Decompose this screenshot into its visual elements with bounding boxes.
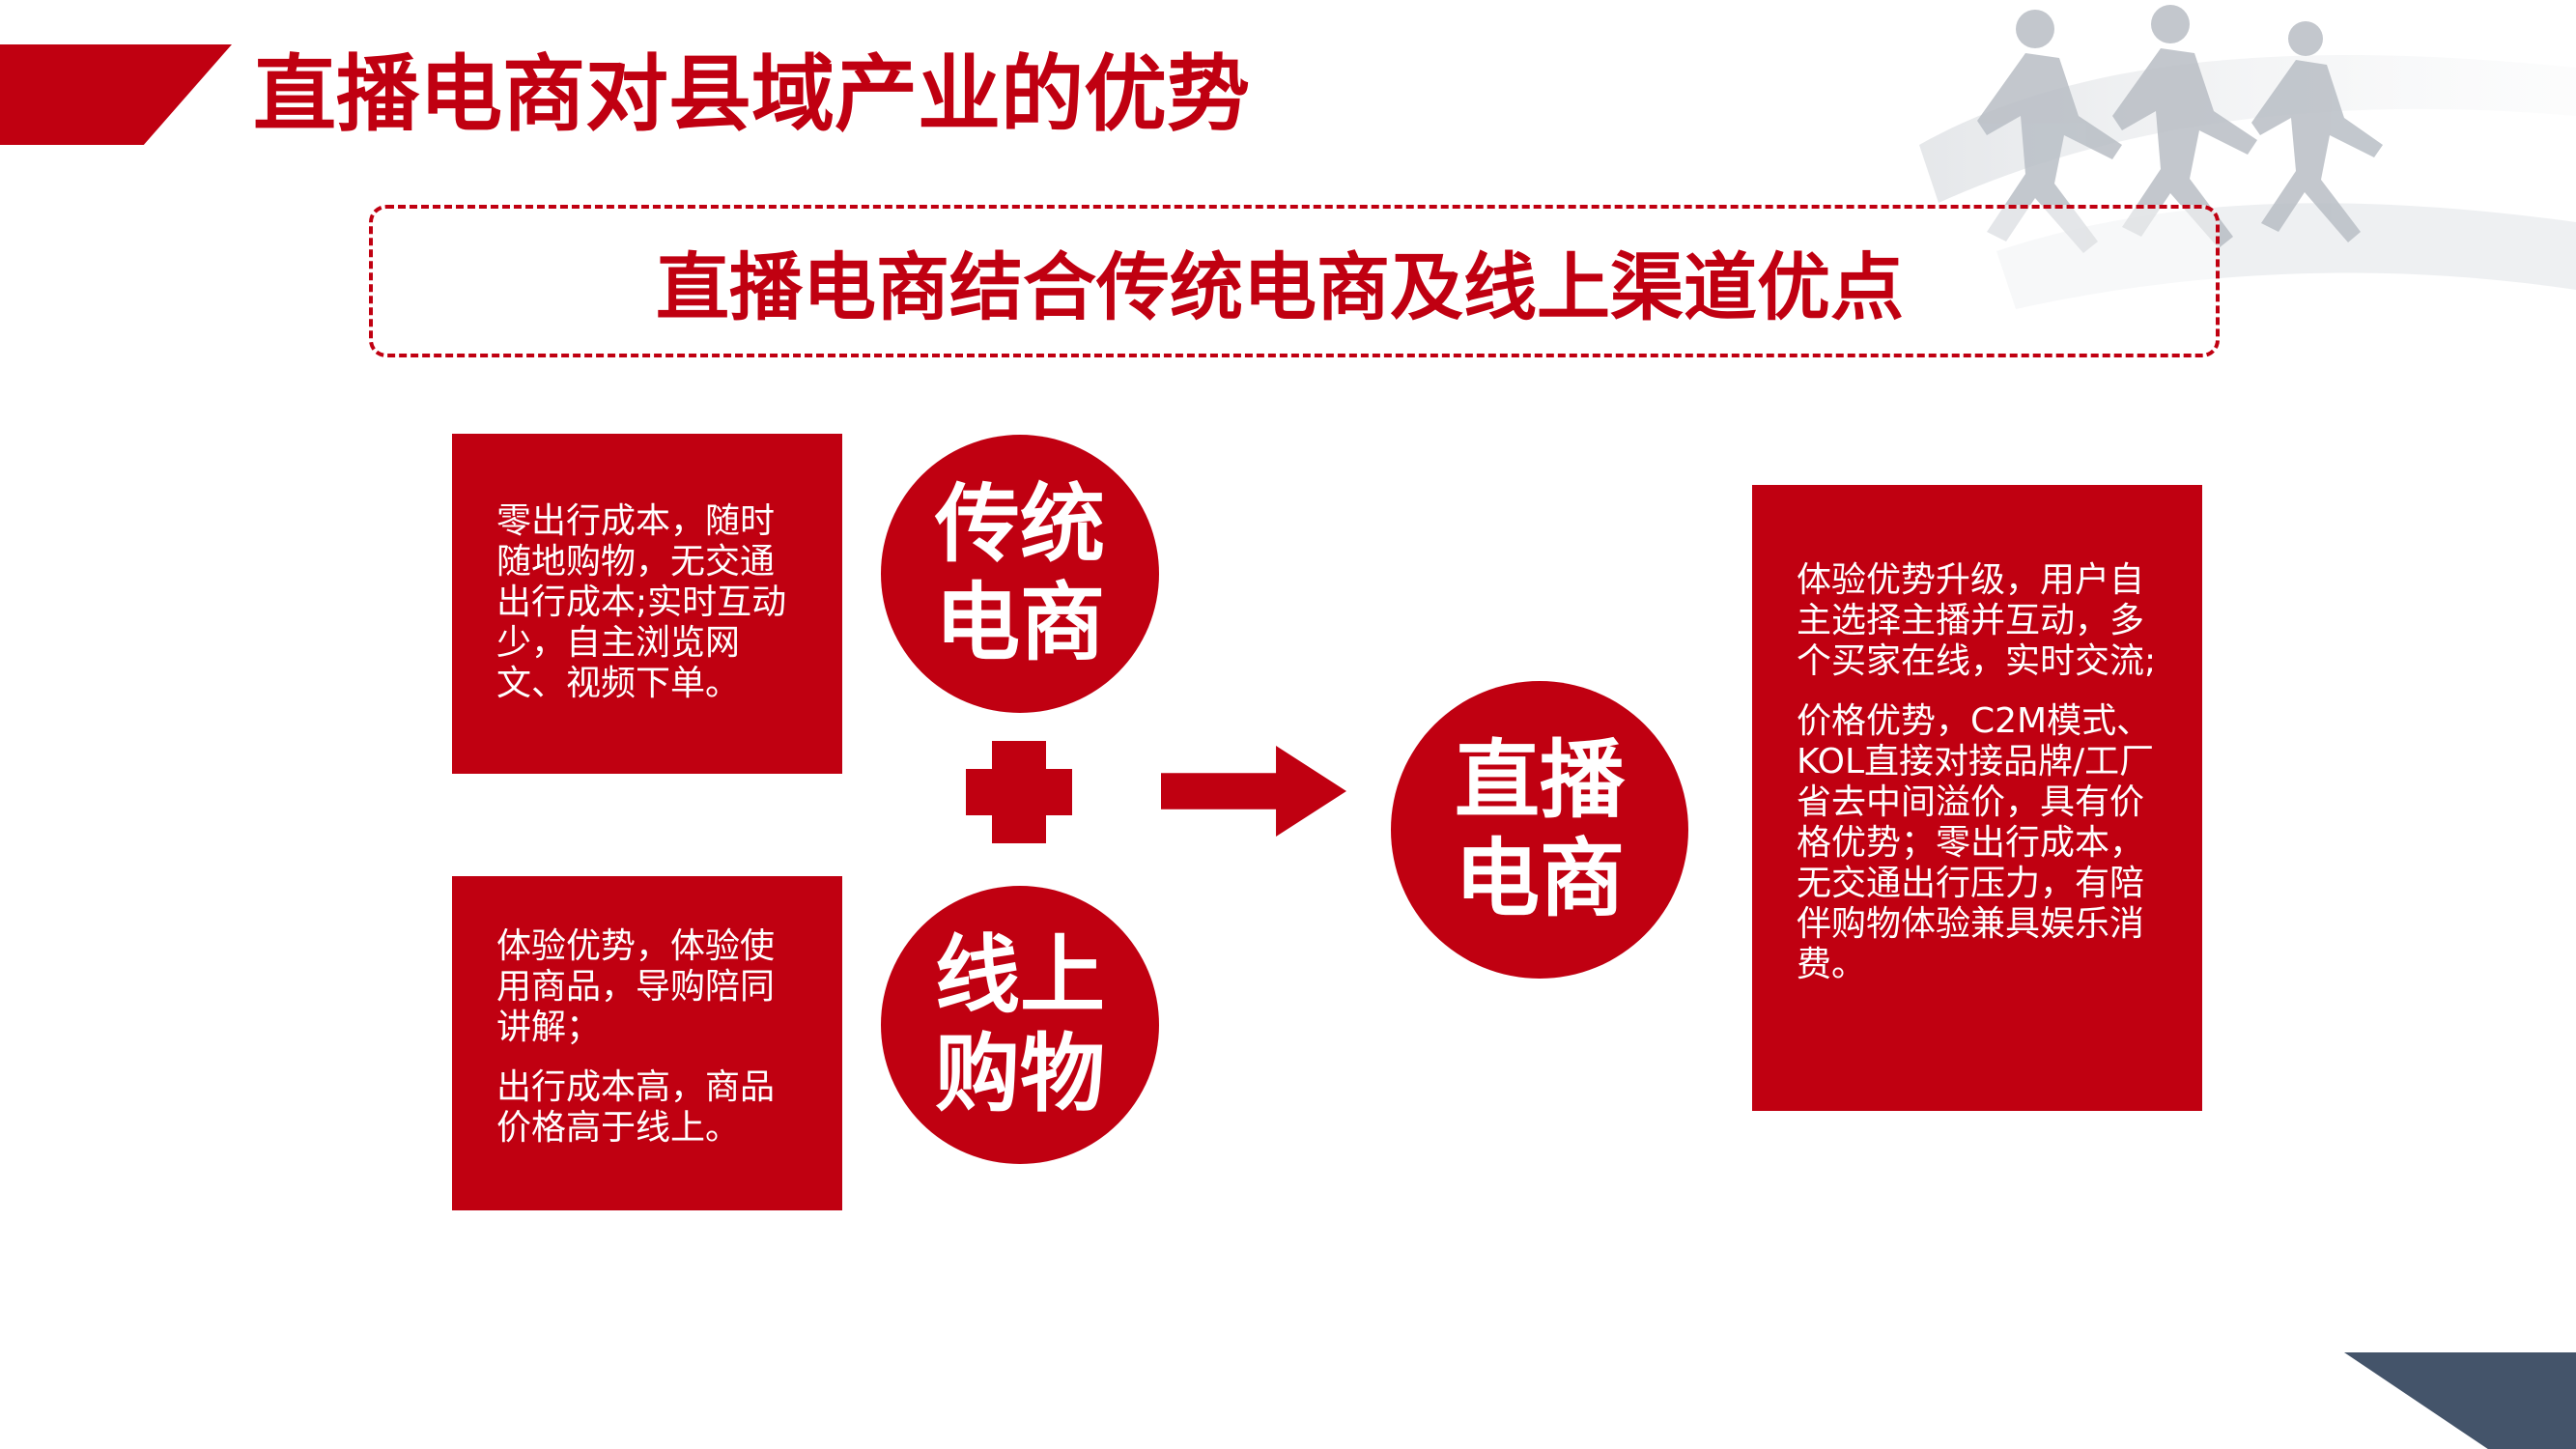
- card-text: 体验优势，体验使用商品，导购陪同讲解；: [496, 926, 776, 1047]
- live-ecommerce-card: 体验优势升级，用户自主选择主播并互动，多个买家在线，实时交流; 价格优势，C2M…: [1752, 485, 2202, 1111]
- plus-icon-horizontal: [966, 769, 1072, 815]
- subtitle: 直播电商结合传统电商及线上渠道优点: [656, 244, 1904, 330]
- card-text: 体验优势升级，用户自主选择主播并互动，多个买家在线，实时交流;: [1797, 560, 2157, 681]
- arrow-right-icon: [1161, 746, 1346, 837]
- corner-accent: [2344, 1352, 2576, 1449]
- traditional-ecommerce-card: 零出行成本，随时随地购物，无交通出行成本;实时互动少，自主浏览网文、视频下单。: [452, 434, 842, 774]
- online-shopping-circle: 线上购物: [881, 886, 1159, 1164]
- subtitle-box: 直播电商结合传统电商及线上渠道优点: [369, 205, 2220, 357]
- card-text: 零出行成本，随时随地购物，无交通出行成本;实时互动少，自主浏览网文、视频下单。: [496, 501, 787, 703]
- card-text: 价格优势，C2M模式、KOL直接对接品牌/工厂省去中间溢价，具有价格优势；零出行…: [1797, 701, 2155, 984]
- title-accent-bar: [0, 44, 232, 145]
- traditional-ecommerce-circle: 传统电商: [881, 435, 1159, 713]
- circle-label: 直播电商: [1454, 730, 1625, 928]
- card-text: 出行成本高，商品价格高于线上。: [496, 1067, 776, 1148]
- page-title: 直播电商对县域产业的优势: [253, 46, 1250, 143]
- circle-label: 传统电商: [934, 474, 1105, 672]
- live-ecommerce-circle: 直播电商: [1391, 681, 1688, 979]
- circle-label: 线上购物: [934, 925, 1105, 1123]
- offline-shopping-card: 体验优势，体验使用商品，导购陪同讲解； 出行成本高，商品价格高于线上。: [452, 876, 842, 1210]
